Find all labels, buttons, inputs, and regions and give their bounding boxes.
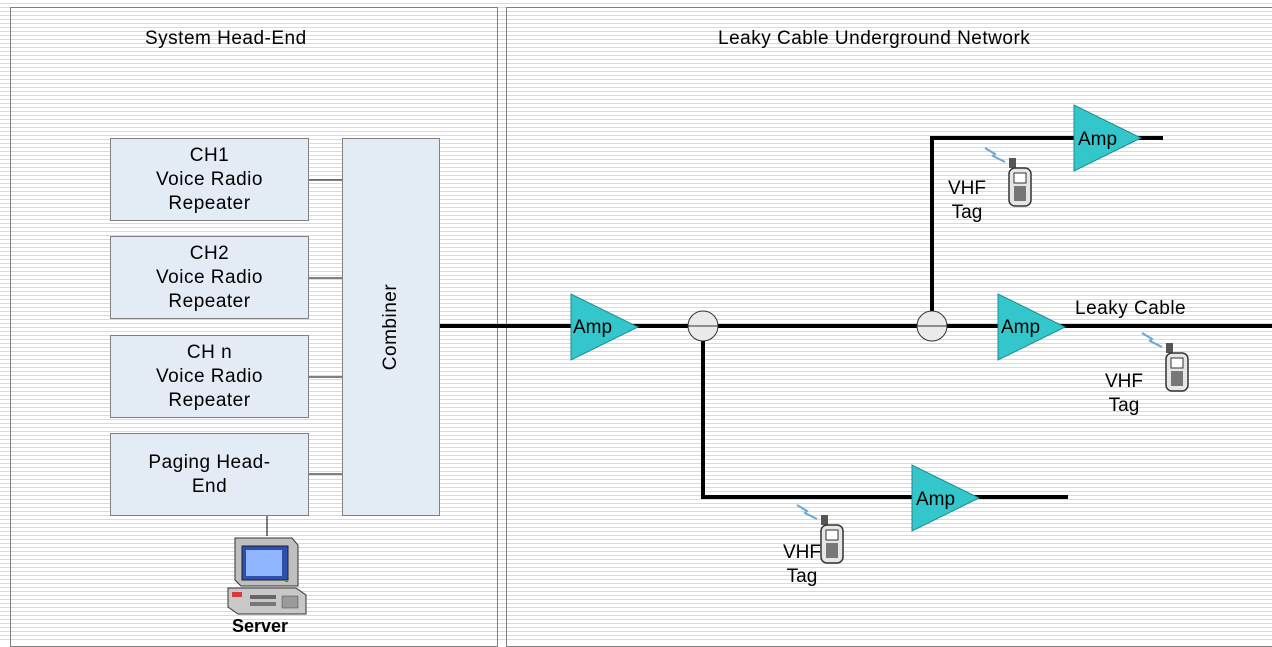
channel-device: Repeater bbox=[168, 389, 251, 411]
amplifier-branch-top: Amp bbox=[1073, 104, 1143, 172]
tag-line2: Tag bbox=[1108, 395, 1140, 416]
splitter-1 bbox=[687, 310, 719, 342]
paging-headend-box: Paging Head- End bbox=[110, 433, 309, 516]
channel-label: CH2 bbox=[189, 242, 230, 264]
vhf-tag-icon bbox=[796, 504, 844, 564]
vhf-tag-icon bbox=[984, 147, 1032, 207]
tag-line2: Tag bbox=[951, 202, 983, 223]
vhf-tag-label-top: VHF Tag bbox=[948, 177, 986, 225]
combiner-box: Combiner bbox=[342, 138, 440, 516]
amp-label: Amp bbox=[573, 317, 612, 338]
paging-label-line2: End bbox=[191, 475, 228, 497]
channel-label: CH n bbox=[186, 341, 233, 363]
vhf-tag-icon bbox=[1141, 332, 1189, 392]
tag-line1: VHF bbox=[948, 178, 986, 199]
network-title: Leaky Cable Underground Network bbox=[718, 28, 1031, 49]
channel-type: Voice Radio bbox=[156, 365, 263, 387]
channel-box-1: CH1 Voice Radio Repeater bbox=[110, 138, 309, 221]
channel-device: Repeater bbox=[168, 290, 251, 312]
channel-device: Repeater bbox=[168, 192, 251, 214]
amplifier-branch-bottom: Amp bbox=[911, 464, 981, 532]
channel-box-n: CH n Voice Radio Repeater bbox=[110, 335, 309, 418]
vhf-tag-label-bottom: VHF Tag bbox=[783, 541, 821, 589]
tag-line1: VHF bbox=[783, 542, 821, 563]
tag-line1: VHF bbox=[1105, 371, 1143, 392]
amplifier-main: Amp bbox=[570, 293, 640, 361]
server-label: Server bbox=[232, 616, 289, 636]
amp-label: Amp bbox=[916, 489, 955, 510]
splitter-2 bbox=[916, 310, 948, 342]
channel-type: Voice Radio bbox=[156, 266, 263, 288]
amp-label: Amp bbox=[1078, 129, 1117, 150]
amplifier-main-right: Amp bbox=[997, 293, 1067, 361]
vhf-tag-label-right: VHF Tag bbox=[1105, 370, 1143, 418]
channel-box-2: CH2 Voice Radio Repeater bbox=[110, 236, 309, 319]
tag-line2: Tag bbox=[786, 566, 818, 587]
headend-title: System Head-End bbox=[145, 28, 307, 49]
channel-label: CH1 bbox=[189, 144, 230, 166]
leaky-cable-label: Leaky Cable bbox=[1075, 298, 1187, 319]
amp-label: Amp bbox=[1001, 317, 1040, 338]
paging-label-line1: Paging Head- bbox=[148, 451, 271, 473]
channel-type: Voice Radio bbox=[156, 168, 263, 190]
